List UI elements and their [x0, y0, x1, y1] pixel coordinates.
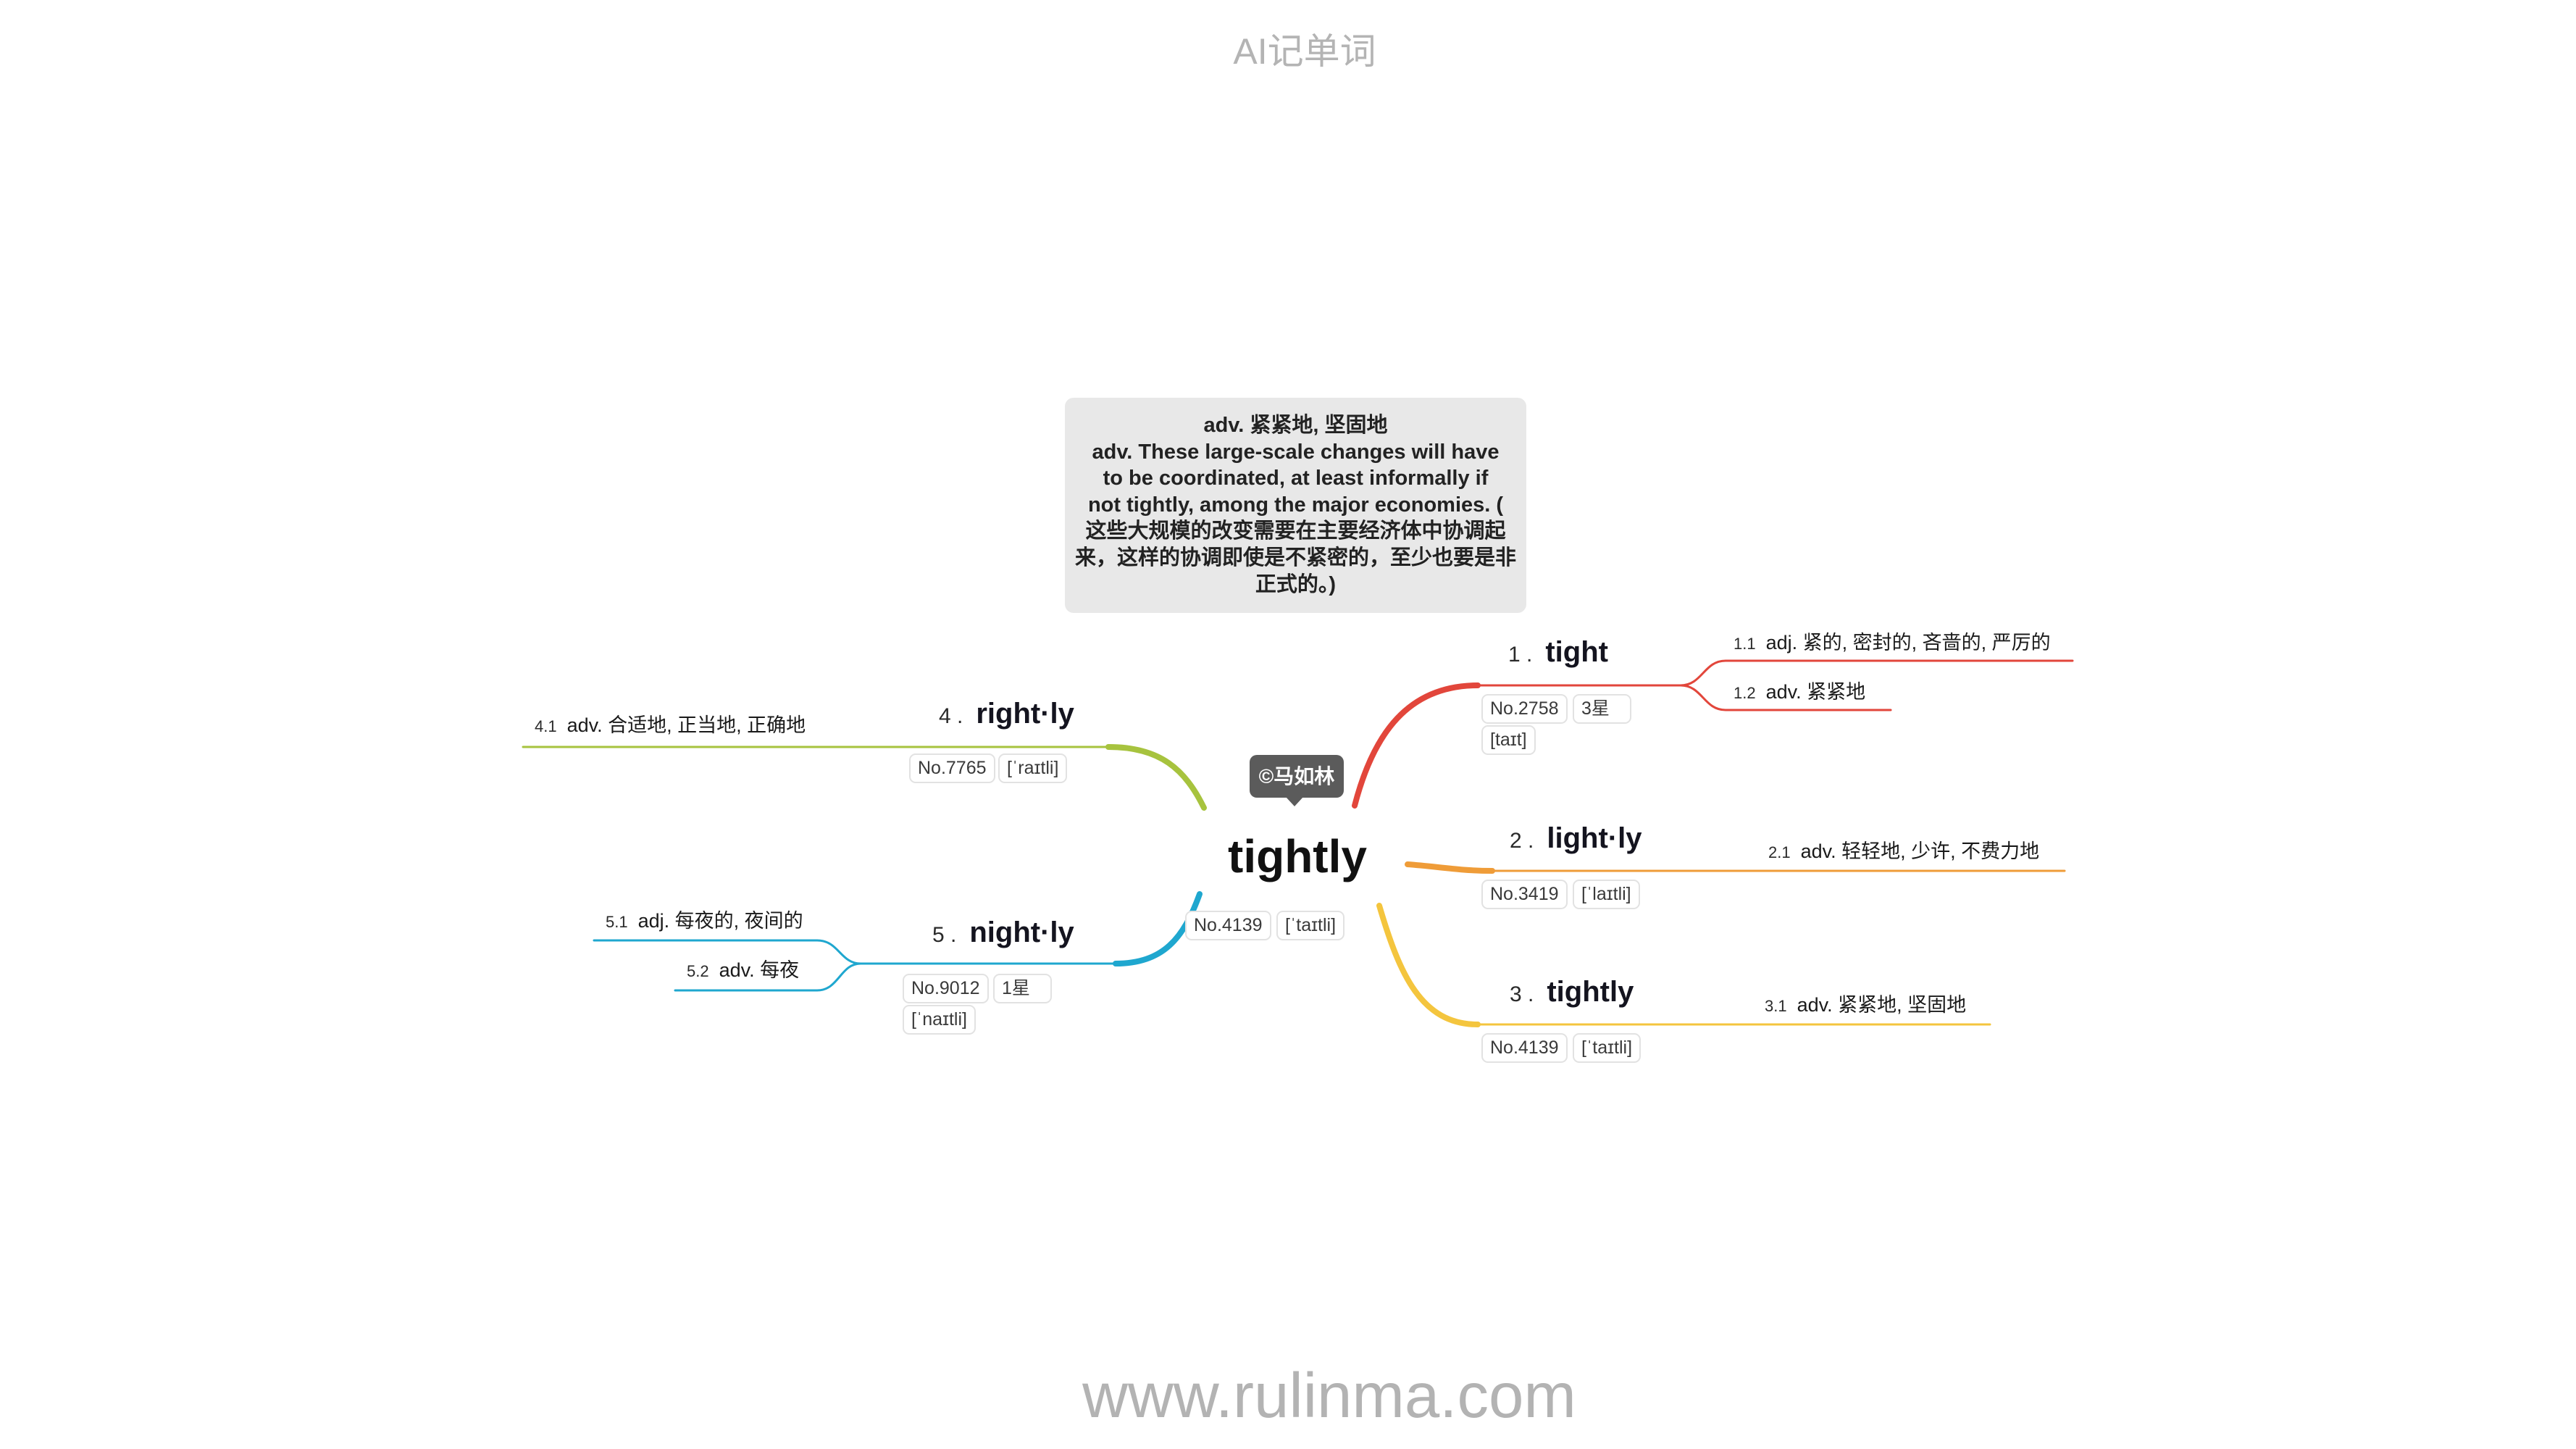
branch-5-trunk [1113, 891, 1203, 966]
tooltip-example-line: 来，这样的协调即使是不紧密的，至少也要是非 [1074, 546, 1516, 569]
badge-pointer [1286, 797, 1303, 806]
tooltip-example-line: adv. These large-scale changes will have [1092, 440, 1500, 464]
branch-1-star-tag: 3星 [1573, 694, 1631, 724]
footer-url: www.rulinma.com [1082, 1361, 1576, 1431]
branch-2-number-tag: No.3419 [1481, 880, 1568, 909]
branch-4-number-tag: No.7765 [909, 753, 995, 783]
app-title: AI记单词 [1233, 31, 1376, 72]
branch-1-phonetic-tag: [taɪt] [1481, 725, 1536, 755]
branch-5-star-tag: 1星 [993, 974, 1052, 1003]
sense-text: adv. 紧紧地 [1765, 681, 1866, 703]
root-phonetic-tag: [ˈtaɪtli] [1276, 911, 1345, 940]
branch-3-number-tag: No.4139 [1481, 1033, 1568, 1063]
sense-text: adj. 每夜的, 夜间的 [637, 910, 803, 932]
branch-4-phonetic-tag: [ˈraɪtli] [998, 753, 1068, 783]
branch-index: 2 . [1510, 829, 1534, 853]
branch-3-phonetic-tag: [ˈtaɪtli] [1573, 1033, 1642, 1063]
tooltip-example-line: 这些大规模的改变需要在主要经济体中协调起 [1085, 519, 1506, 543]
tooltip-example-line: not tightly, among the major economies. … [1087, 493, 1504, 517]
sense-index: 5.1 [606, 913, 628, 931]
sense-index: 2.1 [1768, 843, 1791, 861]
branch-index: 5 . [932, 923, 957, 947]
definition-tooltip: adv. 紧紧地, 坚固地 adv. These large-scale cha… [1065, 398, 1526, 613]
branch-1-number-tag: No.2758 [1481, 694, 1568, 724]
tooltip-example-line: 正式的。) [1255, 572, 1337, 596]
branch-word: right·ly [976, 698, 1074, 730]
sense-4-1[interactable]: 4.1 adv. 合适地, 正当地, 正确地 [535, 711, 806, 740]
branch-topic-3[interactable]: 3 . tightly [1510, 974, 1634, 1009]
branch-word: tightly [1547, 976, 1634, 1008]
author-badge: ©马如林 [1250, 755, 1344, 798]
sense-1-1[interactable]: 1.1 adj. 紧的, 密封的, 吝啬的, 严厉的 [1734, 628, 2051, 657]
root-number-tag: No.4139 [1185, 911, 1271, 940]
branch-5-number-tag: No.9012 [903, 974, 989, 1003]
sense-index: 1.1 [1734, 635, 1756, 653]
branch-topic-5[interactable]: 5 . night·ly [932, 915, 1074, 950]
tooltip-example-line: to be coordinated, at least informally i… [1103, 467, 1489, 490]
branch-2-trunk [1405, 861, 1495, 874]
branch-word: tight [1545, 636, 1608, 668]
sense-index: 4.1 [535, 717, 557, 735]
sense-text: adv. 合适地, 正当地, 正确地 [566, 714, 806, 736]
sense-1-2[interactable]: 1.2 adv. 紧紧地 [1734, 677, 1865, 706]
branch-4-trunk [1105, 744, 1207, 811]
sense-5-2[interactable]: 5.2 adv. 每夜 [687, 956, 799, 985]
sense-5-1[interactable]: 5.1 adj. 每夜的, 夜间的 [606, 906, 803, 935]
sense-index: 5.2 [687, 962, 709, 980]
branch-index: 4 . [939, 704, 963, 728]
sense-text: adv. 每夜 [719, 959, 800, 981]
tooltip-definition: adv. 紧紧地, 坚固地 [1203, 414, 1388, 437]
sense-1-1-connector [1679, 659, 2074, 687]
branch-topic-1[interactable]: 1 . tight [1508, 635, 1608, 669]
sense-index: 1.2 [1734, 684, 1756, 702]
sense-index: 3.1 [1765, 997, 1787, 1015]
branch-3-trunk [1376, 903, 1481, 1027]
branch-word: light·ly [1547, 822, 1642, 854]
sense-text: adv. 轻轻地, 少许, 不费力地 [1800, 840, 2040, 862]
central-topic[interactable]: tightly [1228, 830, 1367, 882]
branch-index: 1 . [1508, 643, 1533, 667]
branch-2-phonetic-tag: [ˈlaɪtli] [1573, 880, 1640, 909]
branch-topic-2[interactable]: 2 . light·ly [1510, 821, 1642, 856]
branch-5-phonetic-tag: [ˈnaɪtli] [903, 1005, 976, 1035]
sense-1-2-connector [1679, 684, 1892, 711]
sense-2-1[interactable]: 2.1 adv. 轻轻地, 少许, 不费力地 [1768, 837, 2039, 866]
sense-text: adv. 紧紧地, 坚固地 [1797, 994, 1967, 1016]
sense-5-2-connector [674, 962, 862, 992]
branch-index: 3 . [1510, 982, 1534, 1006]
sense-3-1[interactable]: 3.1 adv. 紧紧地, 坚固地 [1765, 990, 1966, 1019]
branch-word: night·ly [969, 916, 1074, 948]
sense-text: adj. 紧的, 密封的, 吝啬的, 严厉的 [1765, 632, 2051, 653]
branch-topic-4[interactable]: 4 . right·ly [939, 696, 1074, 731]
sense-5-1-connector [593, 939, 862, 965]
branch-1-trunk [1352, 682, 1481, 809]
